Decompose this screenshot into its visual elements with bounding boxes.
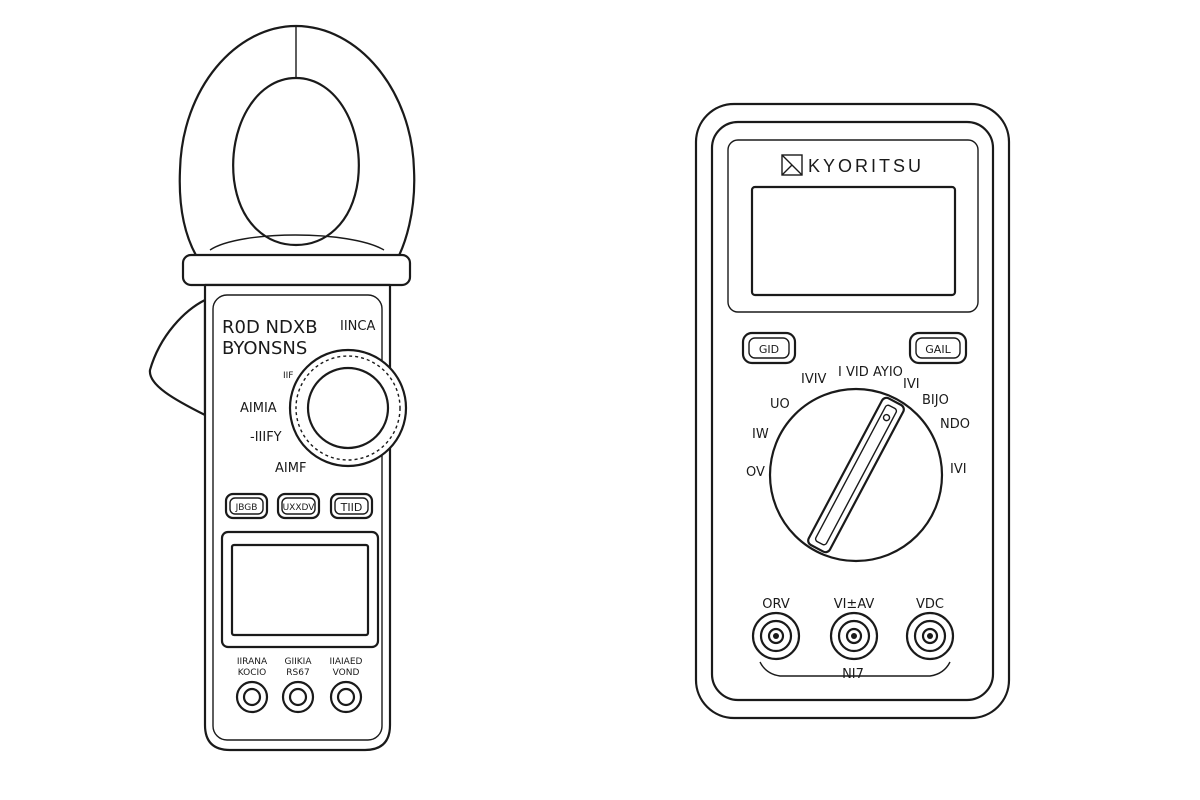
clamp-jack[interactable]: [329, 680, 363, 714]
clamp-button-1[interactable]: JBGB: [224, 492, 269, 520]
multimeter-terminal[interactable]: [751, 611, 801, 661]
multimeter-terminal-label: VDC: [916, 597, 944, 612]
svg-text:GID: GID: [759, 343, 779, 356]
multimeter-terminal-label: ORV: [762, 597, 790, 612]
clamp-jack-label: IIRANA: [237, 657, 268, 667]
clamp-brand-line1: R0D NDXB: [222, 317, 318, 338]
multimeter-dial-pointer[interactable]: [806, 396, 905, 554]
clamp-display-screen: [230, 543, 370, 637]
clamp-trigger[interactable]: [148, 298, 207, 417]
multimeter-terminal-bracket: [759, 661, 951, 677]
clamp-dial-label: AIMF: [275, 461, 306, 476]
multimeter-terminal[interactable]: [829, 611, 879, 661]
svg-text:UXXDV: UXXDV: [283, 503, 316, 513]
multimeter-dial-label: OV: [746, 465, 765, 480]
clamp-dial-knurl: [295, 355, 401, 461]
clamp-jack-label: RS67: [286, 668, 309, 678]
clamp-jack[interactable]: [281, 680, 315, 714]
clamp-button-3[interactable]: TIID: [329, 492, 374, 520]
multimeter-button-right[interactable]: GAIL: [908, 331, 968, 365]
multimeter-button-left[interactable]: GID: [741, 331, 797, 365]
multimeter-dial-label: IVIV: [801, 372, 827, 387]
clamp-body-inset: [212, 294, 383, 741]
multimeter-terminal-bottom-label: NI7: [842, 667, 864, 682]
clamp-jaw-inner-line: [209, 234, 385, 251]
kyoritsu-logo-icon: [781, 154, 803, 176]
svg-text:TIID: TIID: [340, 501, 363, 514]
clamp-dial-label: AIMIA: [240, 401, 277, 416]
clamp-meter: R0D NDXB BYONSNS IINCA IIF AIMIA -IIIFY …: [148, 24, 416, 752]
clamp-jack-label: IIAIAED: [330, 657, 363, 667]
clamp-collar: [181, 253, 412, 287]
clamp-dial-label: IIF: [283, 371, 294, 381]
clamp-dial-label: -IIIFY: [250, 430, 282, 445]
clamp-jack-label: GIIKIA: [285, 657, 313, 667]
multimeter-dial-label: NDO: [940, 417, 970, 432]
clamp-brand-line2: BYONSNS: [222, 338, 307, 359]
multimeter-display-screen: [750, 185, 957, 297]
clamp-top-right-label: IINCA: [340, 319, 375, 334]
multimeter-dial-label: IVI: [950, 462, 967, 477]
multimeter-dial-label: AYIO: [873, 365, 903, 380]
clamp-dial-knob[interactable]: [306, 366, 390, 450]
clamp-jack-label: KOCIO: [238, 668, 267, 678]
svg-text:JBGB: JBGB: [235, 503, 258, 513]
digital-multimeter: KYORITSU GID GAIL IVIV I VID AYIO IVI UO…: [694, 102, 1011, 720]
clamp-jack-label: VOND: [333, 668, 360, 678]
multimeter-dial-label: BIJO: [922, 393, 949, 408]
multimeter-terminal[interactable]: [905, 611, 955, 661]
clamp-button-2[interactable]: UXXDV: [276, 492, 321, 520]
multimeter-dial-label: UO: [770, 397, 790, 412]
multimeter-brand: KYORITSU: [808, 156, 924, 176]
multimeter-dial-label: IW: [752, 427, 769, 442]
clamp-jaw-opening: [232, 76, 360, 247]
multimeter-dial-label: IVI: [903, 377, 920, 392]
multimeter-display-panel: [727, 139, 979, 313]
clamp-jack[interactable]: [235, 680, 269, 714]
svg-text:GAIL: GAIL: [925, 343, 951, 356]
multimeter-terminal-label: VI±AV: [834, 597, 875, 612]
multimeter-dial-label: I VID: [838, 365, 869, 380]
